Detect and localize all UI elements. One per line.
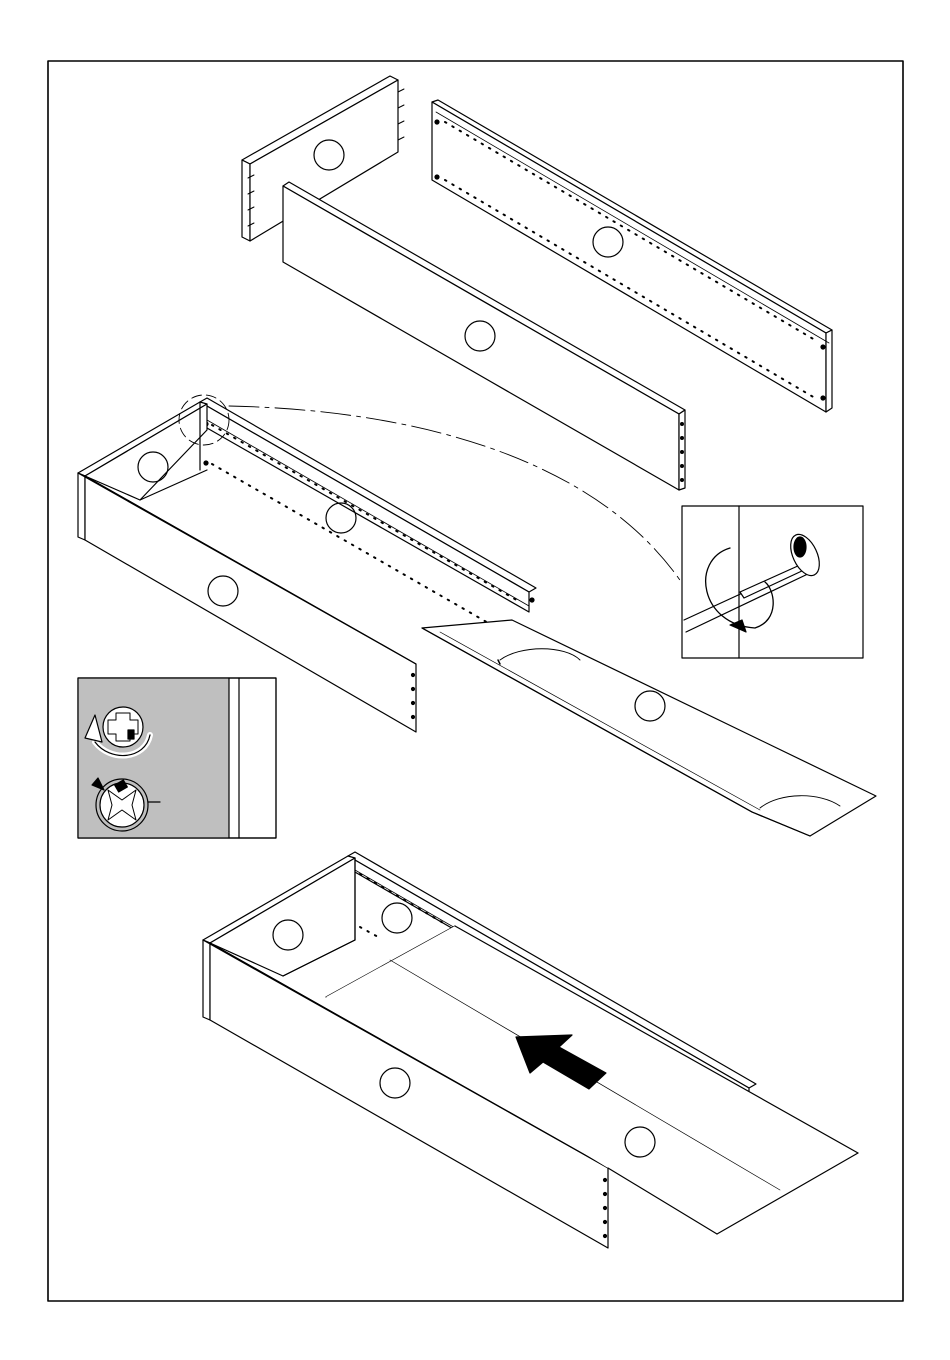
step-1-exploded-parts xyxy=(242,76,832,490)
hole-row-bottom xyxy=(360,927,380,938)
part-marker-circle xyxy=(382,903,412,933)
cam-lock-detail xyxy=(78,678,276,838)
step-3-insert-bottom xyxy=(203,852,858,1248)
part-marker-circle xyxy=(326,503,356,533)
screwdriver-detail xyxy=(682,506,863,658)
